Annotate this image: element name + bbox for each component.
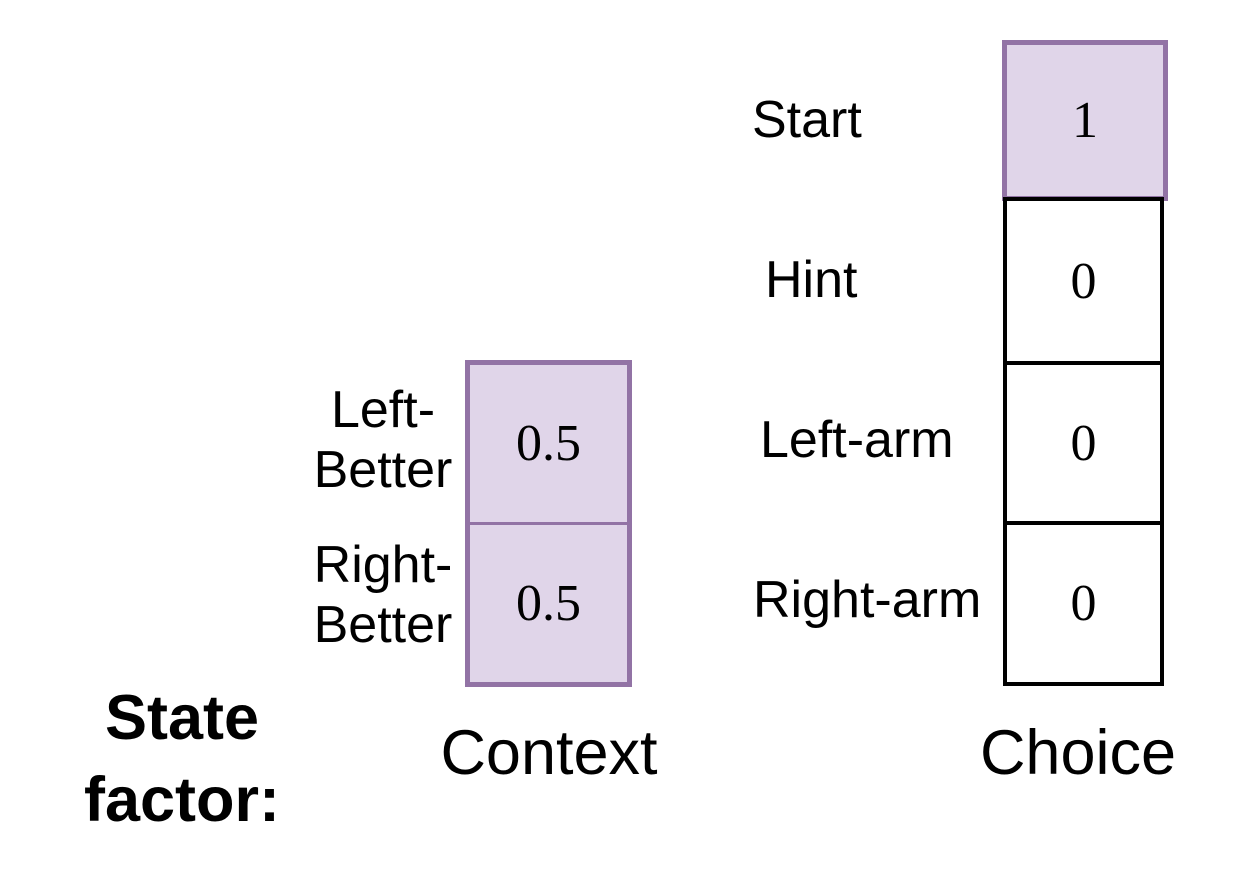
choice-cell-start-value: 1 (1072, 92, 1098, 149)
context-row-label-left-better-line1: Left- (330, 381, 436, 439)
context-row-label-right-better-line2: Better (313, 596, 453, 654)
choice-cell-hint: 0 (1003, 197, 1164, 365)
choice-row-label-right-arm: Right-arm (753, 571, 982, 629)
context-cell-right-better: 0.5 (470, 522, 627, 682)
choice-cell-start: 1 (1002, 40, 1168, 201)
choice-cell-hint-value: 0 (1070, 252, 1097, 310)
context-table: 0.5 0.5 (465, 360, 632, 687)
state-factor-title-line2: factor: (83, 765, 280, 835)
choice-row-label-left-arm: Left-arm (760, 411, 954, 469)
context-cell-right-better-value: 0.5 (516, 575, 581, 632)
state-factor-title-line1: State (104, 683, 260, 753)
choice-cell-right-arm-value: 0 (1070, 575, 1097, 632)
context-row-label-left-better-line2: Better (313, 441, 453, 499)
choice-row-label-start: Start (752, 91, 862, 149)
choice-row-label-hint: Hint (765, 251, 858, 309)
choice-factor-label: Choice (979, 718, 1177, 788)
context-cell-left-better: 0.5 (470, 365, 627, 522)
context-factor-label: Context (440, 718, 658, 788)
choice-cell-left-arm-value: 0 (1070, 414, 1097, 472)
context-cell-left-better-value: 0.5 (516, 415, 581, 472)
choice-cell-left-arm: 0 (1003, 361, 1164, 525)
context-row-label-right-better-line1: Right- (313, 536, 453, 594)
context-row-label-right-better: Right- Better (283, 535, 483, 655)
context-row-label-left-better: Left- Better (283, 380, 483, 500)
state-factor-title: State factor: (32, 677, 332, 841)
choice-cell-right-arm: 0 (1003, 521, 1164, 686)
